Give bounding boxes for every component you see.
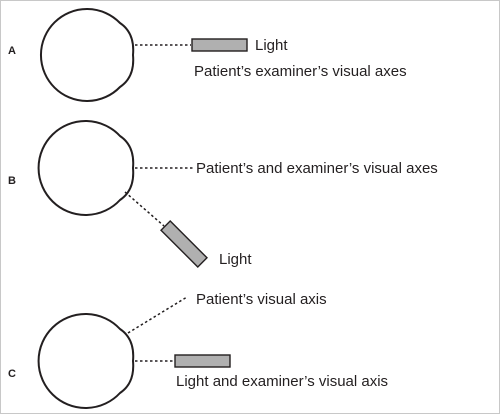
panel-a-eye xyxy=(40,8,135,102)
panel-c-letter: C xyxy=(8,368,16,380)
panel-b-axis-label: Patient’s and examiner’s visual axes xyxy=(196,160,438,177)
panel-c-light-source xyxy=(174,354,231,368)
panel-a-light-source xyxy=(191,38,248,52)
panel-b-light-path-line xyxy=(124,191,165,227)
panel-a-light-label: Light xyxy=(255,37,288,54)
panel-c-patient-axis-label: Patient’s visual axis xyxy=(196,291,327,308)
panel-b-light-source xyxy=(160,220,208,268)
panel-c-eye xyxy=(37,313,135,409)
panel-a-axis-label: Patient’s examiner’s visual axes xyxy=(194,63,407,80)
panel-a: A Light Patient’s examiner’s visual axes xyxy=(8,8,407,102)
panel-b: B Patient’s and examiner’s visual axes L… xyxy=(8,120,438,268)
panel-b-eye xyxy=(37,120,135,216)
panel-b-light-label: Light xyxy=(219,251,252,268)
panel-c: C Patient’s visual axis Light and examin… xyxy=(8,291,388,409)
panel-a-letter: A xyxy=(8,45,16,57)
panel-c-light-label: Light and examiner’s visual axis xyxy=(176,373,388,390)
panel-b-letter: B xyxy=(8,175,16,187)
panel-c-patient-visual-axis-line xyxy=(127,296,188,334)
